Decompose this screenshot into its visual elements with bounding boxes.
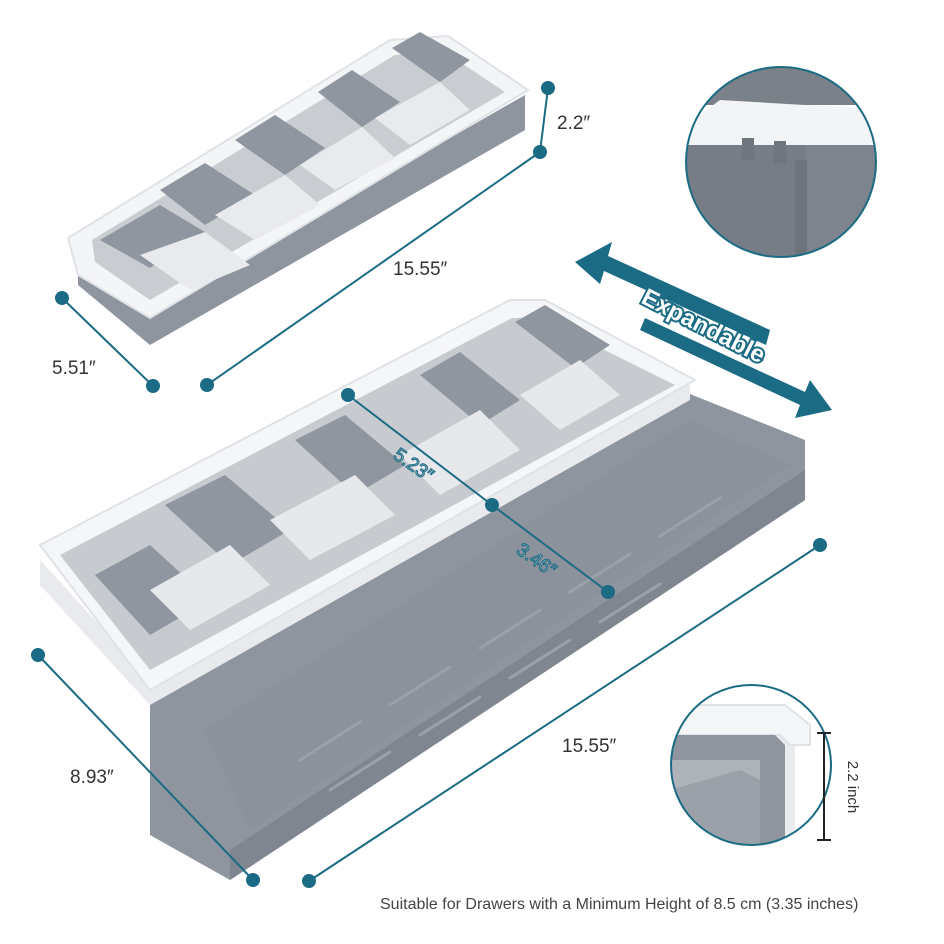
small-length-label: 15.55″	[393, 259, 448, 280]
expandable-arrows	[575, 242, 832, 418]
small-width-label: 5.51″	[52, 358, 96, 379]
detail-circle-rim-slots	[685, 66, 877, 258]
large-length-dimension	[302, 538, 827, 888]
large-width-dimension	[31, 648, 260, 887]
small-height-dimension	[533, 81, 555, 159]
large-length-label: 15.55″	[562, 736, 617, 757]
small-organizer-tray	[66, 32, 530, 345]
detail-circle-corner-height	[670, 684, 832, 846]
small-width-dimension	[55, 291, 160, 393]
detail-height-label: 2.2 inch	[844, 761, 861, 814]
inner-width-dimension	[491, 504, 615, 599]
large-organizer-tray	[38, 299, 805, 880]
small-height-label: 2.2″	[557, 113, 591, 134]
detail-height-dimension	[817, 732, 831, 841]
inner-length-dimension	[341, 388, 499, 512]
large-width-label: 8.93″	[70, 767, 114, 788]
small-length-dimension	[200, 151, 541, 392]
drawer-height-note: Suitable for Drawers with a Minimum Heig…	[380, 896, 859, 913]
